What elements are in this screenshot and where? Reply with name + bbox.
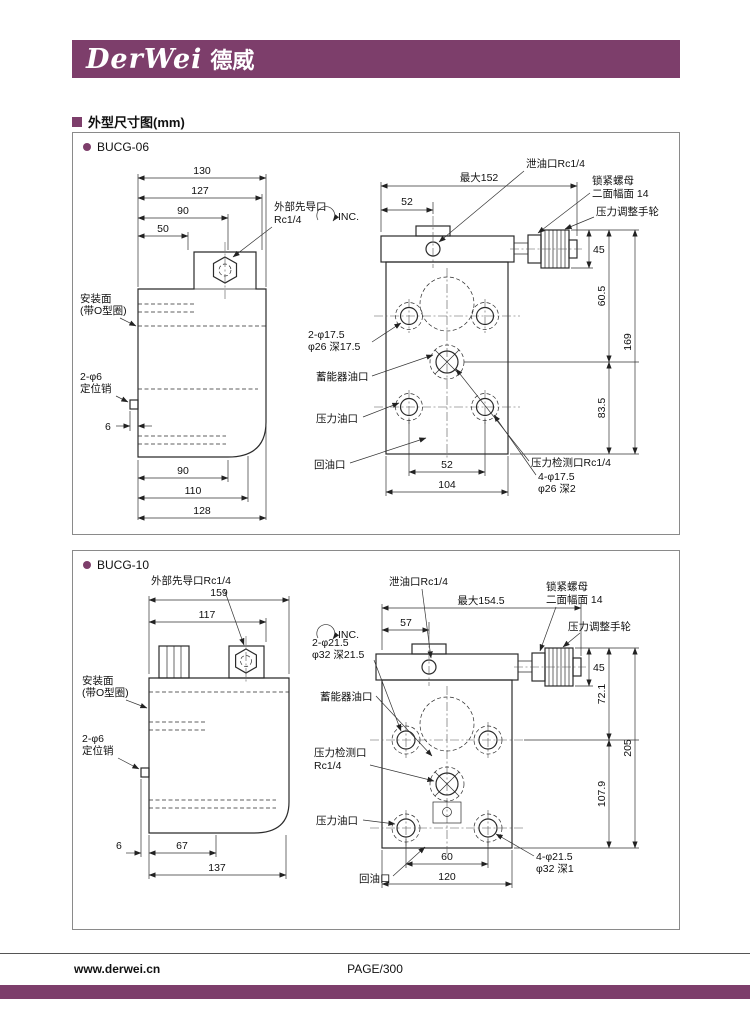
panel-bucg06: BUCG-06 <box>72 132 680 535</box>
header-banner: DerWei 德威 <box>72 40 680 78</box>
dim-label: 104 <box>438 479 456 491</box>
drain-port-label: 泄油口Rc1/4 <box>526 157 585 170</box>
pilot-port-label: 外部先导口Rc1/4 <box>151 574 231 587</box>
dim-label: 67 <box>176 840 188 852</box>
bucg10-front-dimensions <box>316 588 639 888</box>
bolt-holes-label: 4-φ17.5 <box>538 471 575 483</box>
bucg06-front-view <box>374 216 582 460</box>
locknut-label: 二面幅面 14 <box>546 593 603 606</box>
bucg10-side-dimensions <box>117 588 290 879</box>
pressure-detect-port-label: Rc1/4 <box>314 760 342 772</box>
bucg06-side-view <box>129 242 267 458</box>
footer-divider <box>0 953 750 954</box>
dim-label: 72.1 <box>596 684 608 705</box>
panel-bucg10: BUCG-10 <box>72 550 680 930</box>
locating-pin-label: 2-φ6 <box>82 733 104 745</box>
dim-label: 169 <box>622 333 634 351</box>
dim-label: 205 <box>622 739 634 757</box>
pressure-detect-port-label: 压力检测口Rc1/4 <box>531 456 611 469</box>
mount-holes-label: 2-φ21.5 <box>312 637 349 649</box>
dim-label: 52 <box>401 196 413 208</box>
accumulator-port-label: 蓄能器油口 <box>320 690 373 703</box>
bucg10-front-view <box>370 634 586 854</box>
brand-logo-cjk: 德威 <box>210 48 255 74</box>
locating-pin-label: 定位销 <box>82 744 114 757</box>
pilot-port-label: 外部先导口 <box>274 200 327 213</box>
return-port-label: 回油口 <box>314 458 346 471</box>
dim-label: 120 <box>438 871 456 883</box>
brand-logo-latin: DerWei <box>86 43 203 75</box>
dim-label: 60.5 <box>596 286 608 307</box>
pressure-detect-port-label: 压力检测口 <box>314 746 367 759</box>
mount-face-label: 安装面 <box>80 292 112 305</box>
dim-label: 107.9 <box>596 781 608 807</box>
dim-label: 45 <box>593 244 605 256</box>
dim-label: 90 <box>177 205 189 217</box>
dim-label: 137 <box>208 862 226 874</box>
locating-pin-label: 定位销 <box>80 382 112 395</box>
dim-label: 6 <box>116 840 122 852</box>
drain-port-label: 泄油口Rc1/4 <box>389 575 448 588</box>
mount-holes-label: φ26 深17.5 <box>308 341 361 353</box>
handwheel-label: 压力调整手轮 <box>596 205 659 218</box>
panel-bucg10-title-text: BUCG-10 <box>97 558 150 572</box>
dim-label: 90 <box>177 465 189 477</box>
dim-label: 110 <box>185 485 202 497</box>
mount-holes-label: φ32 深21.5 <box>312 649 365 661</box>
locknut-label: 锁紧螺母 <box>546 580 588 593</box>
mount-face-label: (带O型圈) <box>82 686 129 699</box>
mount-face-label: 安装面 <box>82 674 114 687</box>
dot-bullet-icon <box>83 143 91 151</box>
dim-label: 130 <box>193 165 211 177</box>
mount-face-label: (带O型圈) <box>80 304 127 317</box>
pilot-port-label: Rc1/4 <box>274 214 302 226</box>
dim-label: 83.5 <box>596 398 608 419</box>
bucg06-side-dimensions <box>115 174 273 521</box>
handwheel-label: 压力调整手轮 <box>568 620 631 633</box>
bucg10-drawing: 外部先导口Rc1/4 159 117 安装面 (带O型圈) 2-φ6 定位销 6… <box>82 574 639 888</box>
footer-page-number: PAGE/300 <box>347 962 403 976</box>
locknut-label: 锁紧螺母 <box>592 174 634 187</box>
bolt-holes-label: 4-φ21.5 <box>536 851 573 863</box>
bucg10-side-view <box>140 636 290 834</box>
dim-label: 最大154.5 <box>457 594 504 607</box>
bolt-holes-label: φ26 深2 <box>538 483 576 495</box>
inc-rotation-label: INC. <box>338 211 359 223</box>
dim-label: 最大152 <box>460 171 499 184</box>
locating-pin-label: 2-φ6 <box>80 371 102 383</box>
dim-label: 60 <box>441 851 453 863</box>
locknut-label: 二面幅面 14 <box>592 187 649 200</box>
return-port-label: 回油口 <box>359 872 391 885</box>
panel-bucg06-title: BUCG-06 <box>73 133 679 154</box>
dim-label: 127 <box>191 185 209 197</box>
square-bullet-icon <box>72 116 82 127</box>
mount-holes-label: 2-φ17.5 <box>308 329 345 341</box>
dim-label: 52 <box>441 459 453 471</box>
pressure-port-label: 压力油口 <box>316 412 358 425</box>
dim-label: 117 <box>199 609 216 621</box>
bolt-holes-label: φ32 深1 <box>536 863 574 875</box>
panel-bucg06-title-text: BUCG-06 <box>97 140 150 154</box>
dim-label: 57 <box>400 617 412 629</box>
inc-rotation-label: INC. <box>338 629 359 641</box>
dim-label: 128 <box>193 505 211 517</box>
bucg06-front-dimensions <box>316 170 639 496</box>
section-title-text: 外型尺寸图(mm) <box>88 115 185 130</box>
dot-bullet-icon <box>83 561 91 569</box>
dim-label: 45 <box>593 662 605 674</box>
footer-website: www.derwei.cn <box>74 962 161 976</box>
accumulator-port-label: 蓄能器油口 <box>316 370 369 383</box>
section-title: 外型尺寸图(mm) <box>72 112 185 131</box>
panel-bucg10-title: BUCG-10 <box>73 551 679 572</box>
bucg06-drawing: 130 127 90 50 外部先导口 Rc1/4 安装面 (带O型圈) 2-φ… <box>80 157 659 521</box>
dim-label: 159 <box>210 587 228 599</box>
footer-accent-bar <box>0 985 750 999</box>
pressure-port-label: 压力油口 <box>316 814 358 827</box>
dim-label: 6 <box>105 421 111 433</box>
dim-label: 50 <box>157 223 169 235</box>
